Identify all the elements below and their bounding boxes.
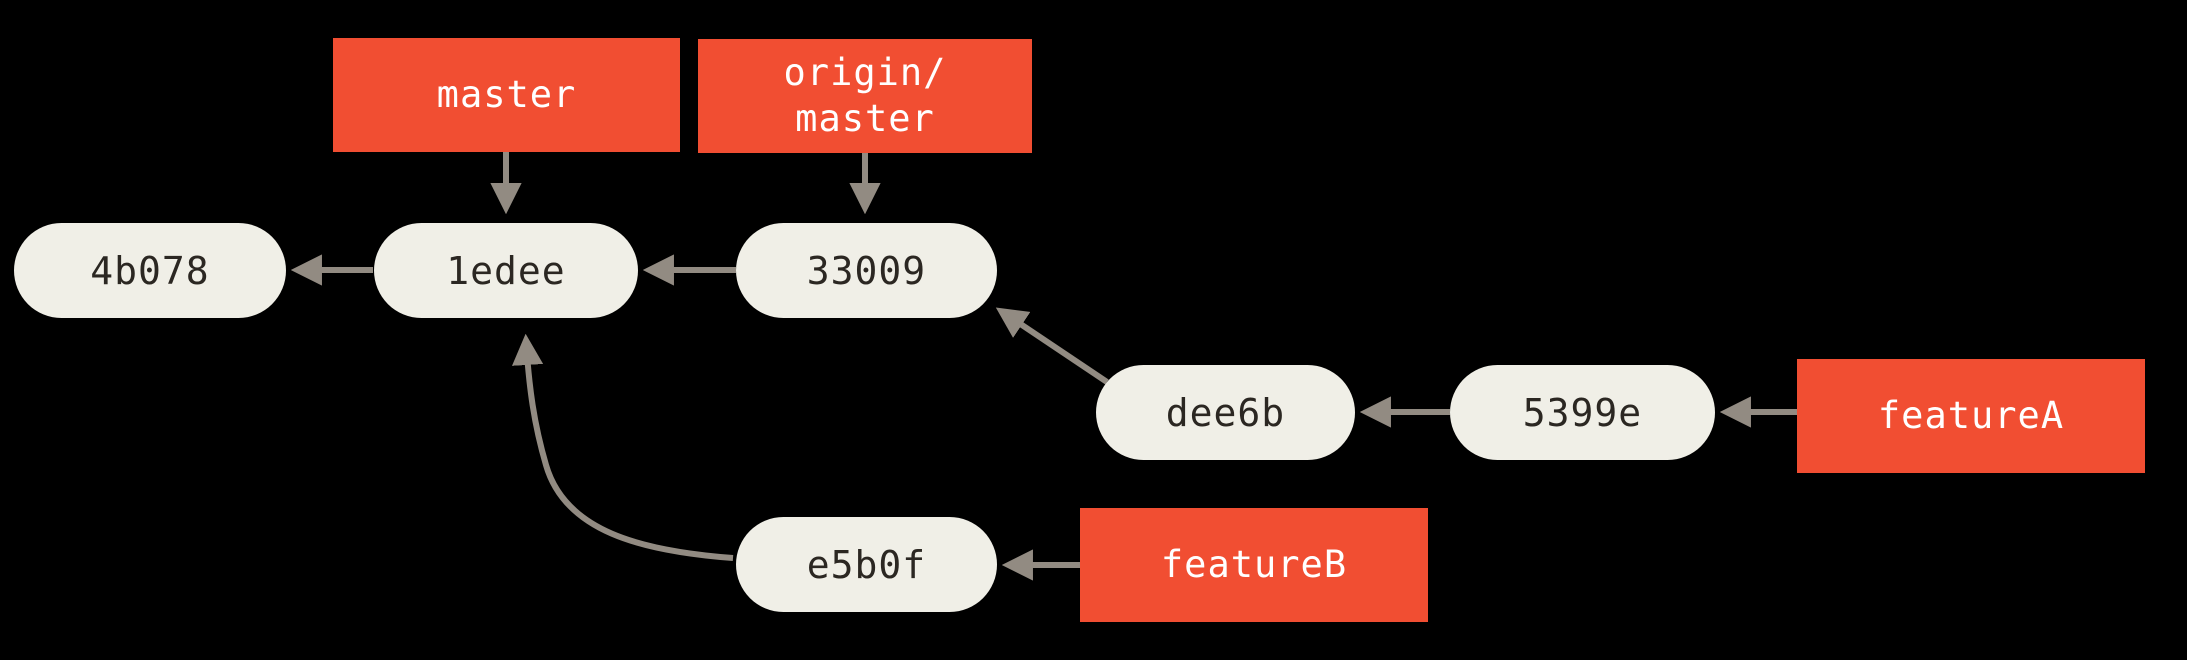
branch-label-featureA: featureA: [1797, 359, 2145, 473]
edge-e5b0f-to-1edee: [511, 333, 734, 561]
commit-node-1edee-text: 1edee: [446, 248, 566, 293]
branch-label-master: master: [333, 38, 680, 152]
branch-label-origin-master: origin/ master: [698, 39, 1032, 153]
commit-node-e5b0f: e5b0f: [736, 517, 997, 612]
commit-node-33009-text: 33009: [806, 248, 927, 293]
branch-label-featureB-text: featureB: [1160, 542, 1348, 586]
branch-label-featureB: featureB: [1080, 508, 1428, 622]
branch-label-origin-master-text: origin/ master: [783, 50, 947, 140]
edge-dee6b-to-33009: [995, 307, 1109, 385]
commit-node-dee6b: dee6b: [1096, 365, 1355, 460]
commit-node-e5b0f-text: e5b0f: [806, 542, 927, 587]
commit-node-4b078-text: 4b078: [90, 248, 210, 293]
commit-node-33009: 33009: [736, 223, 997, 318]
commit-node-dee6b-text: dee6b: [1165, 390, 1286, 435]
branch-label-featureA-text: featureA: [1877, 393, 2065, 437]
branch-label-master-text: master: [436, 72, 577, 116]
commit-node-5399e-text: 5399e: [1522, 390, 1643, 435]
commit-node-4b078: 4b078: [14, 223, 286, 318]
commit-node-5399e: 5399e: [1450, 365, 1715, 460]
commit-node-1edee: 1edee: [374, 223, 638, 318]
